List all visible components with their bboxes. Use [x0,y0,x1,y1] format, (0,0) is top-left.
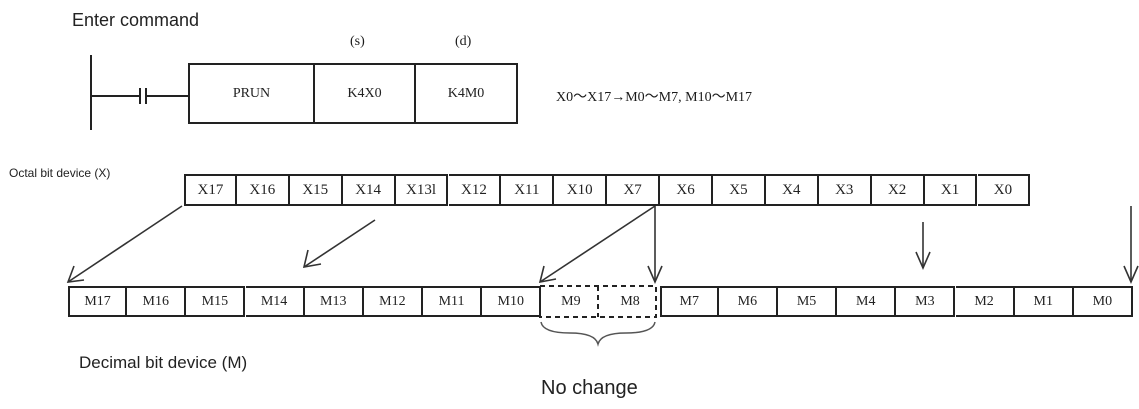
instruction-prun-cell: PRUN [188,63,315,124]
source-operand-label: (s) [350,34,365,49]
m-cell: M3 [896,286,956,317]
x-cell: X17 [184,174,237,206]
m-cell: M11 [423,286,483,317]
instruction-destination-cell: K4M0 [416,63,518,124]
m-cell: M13 [304,286,364,317]
x-cell: X5 [713,174,766,206]
x-cell: X6 [660,174,713,206]
x-cell: X2 [871,174,925,206]
x-cell: X1 [924,174,978,206]
x-cell: X10 [554,174,608,206]
m-cell: M6 [718,286,778,317]
m-cell: M7 [659,286,719,317]
x-cell: X13l [395,174,449,206]
m-cell: M0 [1073,286,1133,317]
x-cell: X14 [342,174,396,206]
instruction-source-cell: K4X0 [315,63,416,124]
x-cell: X12 [448,174,502,206]
m-cell: M16 [127,286,187,317]
m-cell: M17 [68,286,128,317]
m-cell: M5 [778,286,838,317]
m-cell: M2 [955,286,1015,317]
x-cell: X0 [977,174,1031,206]
m-cell-unchanged: M8 [620,293,640,309]
no-change-brace [540,321,656,347]
m-cell: M4 [837,286,897,317]
m-cell: M15 [186,286,246,317]
x-cell: X11 [501,174,555,206]
m-cell: M12 [363,286,423,317]
mapping-text: X0～X17→M0～M7, M10～M17 [556,90,753,105]
x-cell: X7 [607,174,661,206]
x-cell: X4 [765,174,819,206]
m-cell: M14 [245,286,305,317]
m-cell-unchanged: M9 [561,293,581,309]
x-cell: X15 [289,174,343,206]
octal-label: Octal bit device (X) [9,166,111,180]
destination-operand-label: (d) [455,34,472,49]
m-cell: M10 [482,286,542,317]
decimal-label: Decimal bit device (M) [79,353,248,372]
no-change-label: No change [541,377,638,399]
x-cell: X3 [818,174,872,206]
title: Enter command [72,10,200,30]
x-cell: X16 [236,174,290,206]
m-cell: M1 [1014,286,1074,317]
